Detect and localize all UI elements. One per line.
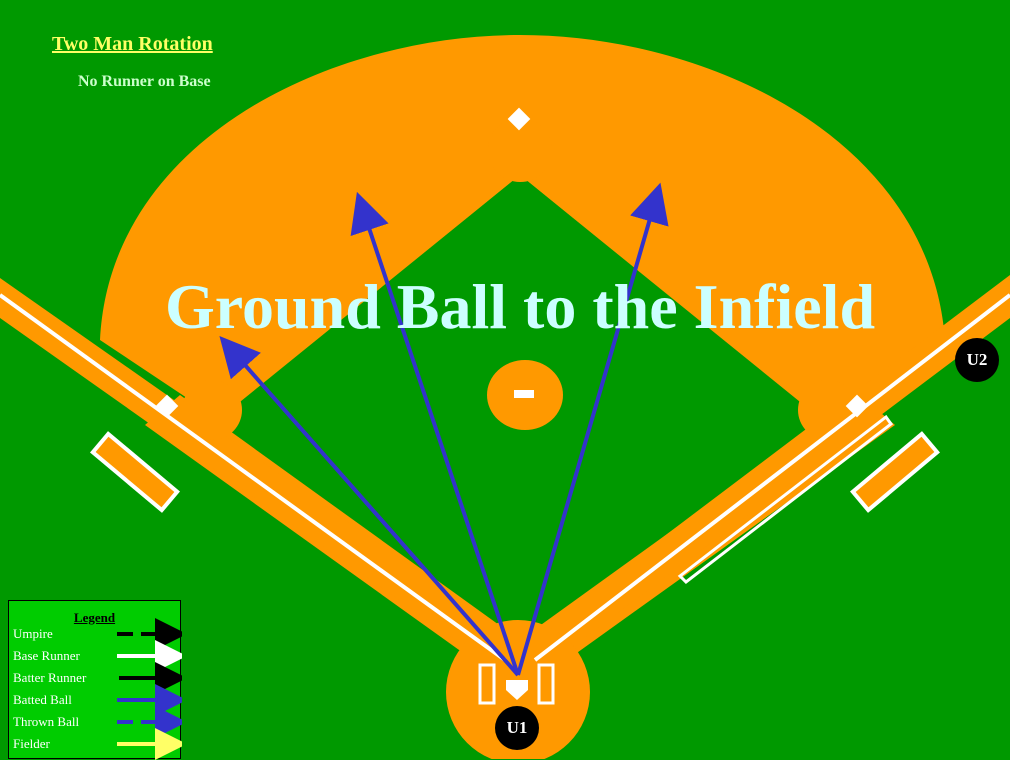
left-batters-box <box>480 665 494 703</box>
diagram-title: Two Man Rotation <box>52 33 213 56</box>
pitchers-rubber <box>514 390 534 398</box>
umpire-u1: U1 <box>495 706 539 750</box>
legend-lines <box>9 601 182 760</box>
play-headline: Ground Ball to the Infield <box>0 270 1010 344</box>
first-base-cutout <box>798 380 858 440</box>
legend-box: Legend Umpire Base Runner Batter Runner … <box>8 600 181 759</box>
diagram-subtitle: No Runner on Base <box>78 73 211 91</box>
third-base-coach-box <box>93 434 177 510</box>
right-batters-box <box>539 665 553 703</box>
umpire-u2: U2 <box>955 338 999 382</box>
